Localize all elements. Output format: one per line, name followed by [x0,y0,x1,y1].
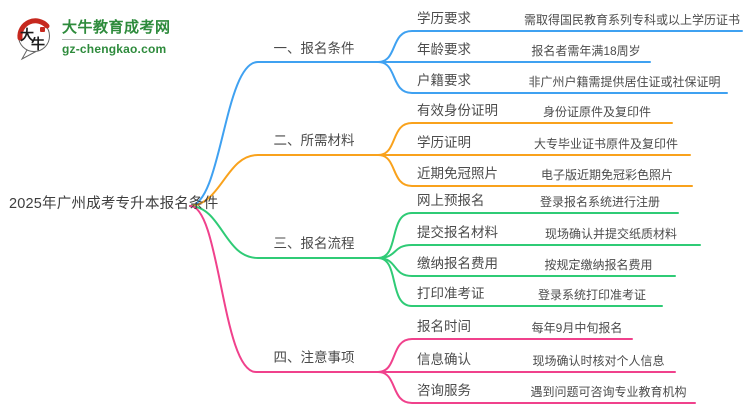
site-logo[interactable]: 大 牛 大牛教育成考网 gz-chengkao.com [14,13,171,61]
leaf-label: 缴纳报名费用 [417,256,498,271]
leaf-desc: 按规定缴纳报名费用 [544,258,653,272]
branch-1-label: 一、报名条件 [273,41,355,56]
leaf-desc: 报名者需年满18周岁 [531,44,641,58]
leaf-label: 学历证明 [417,135,471,150]
branch-1-row-3-line [377,61,728,94]
leaf-label: 学历要求 [417,11,471,26]
leaf-label: 网上预报名 [417,193,485,208]
branch-3-row-4-line [377,257,663,307]
leaf-desc: 需取得国民教育系列专科或以上学历证书 [523,13,740,27]
logo-bull-icon: 大 牛 [17,18,50,61]
leaf-desc: 每年9月中旬报名 [531,321,623,335]
leaf-label: 咨询服务 [417,383,471,398]
branch-2-connector [189,154,691,207]
leaf-label: 有效身份证明 [417,103,498,118]
leaf-label: 户籍要求 [417,73,471,88]
leaf-label: 提交报名材料 [417,225,498,240]
leaf-label: 报名时间 [417,319,471,334]
branch-4-label: 四、注意事项 [273,350,355,365]
leaf-desc: 遇到问题可咨询专业教育机构 [530,385,687,399]
branch-1-connector [189,61,651,207]
branch-3-connector [189,205,379,259]
site-name: 大牛教育成考网 [62,19,171,36]
svg-text:大: 大 [20,27,34,43]
branch-2-label: 二、所需材料 [273,133,355,148]
branch-2-row-1-line [377,122,673,156]
leaf-label: 年龄要求 [417,42,471,57]
root-topic: 2025年广州成考专升本报名条件 [9,196,219,212]
leaf-desc: 大专毕业证书原件及复印件 [533,137,678,151]
branch-1-row-1-line [377,30,743,63]
branch-3-label: 三、报名流程 [273,236,355,251]
leaf-label: 近期免冠照片 [417,166,498,181]
leaf-desc: 电子版近期免冠彩色照片 [540,168,673,182]
branch-4-row-3-line [377,371,696,404]
site-url: gz-chengkao.com [62,42,167,56]
svg-text:牛: 牛 [31,36,45,52]
branch-3-row-1-line [377,212,679,259]
branch-2-row-3-line [377,154,693,187]
leaf-desc: 登录系统打印准考证 [537,288,646,302]
logo-divider [62,39,160,40]
leaf-label: 打印准考证 [417,286,485,301]
leaf-desc: 非广州户籍需提供居住证或社保证明 [528,75,721,89]
leaf-desc: 身份证原件及复印件 [542,105,651,119]
branch-4-connector [189,204,676,373]
leaf-desc: 现场确认时核对个人信息 [532,354,665,368]
leaf-desc: 登录报名系统进行注册 [539,195,660,209]
leaf-label: 信息确认 [417,352,471,367]
branch-4-row-1-line [377,338,633,373]
leaf-desc: 现场确认并提交纸质材料 [544,227,677,241]
